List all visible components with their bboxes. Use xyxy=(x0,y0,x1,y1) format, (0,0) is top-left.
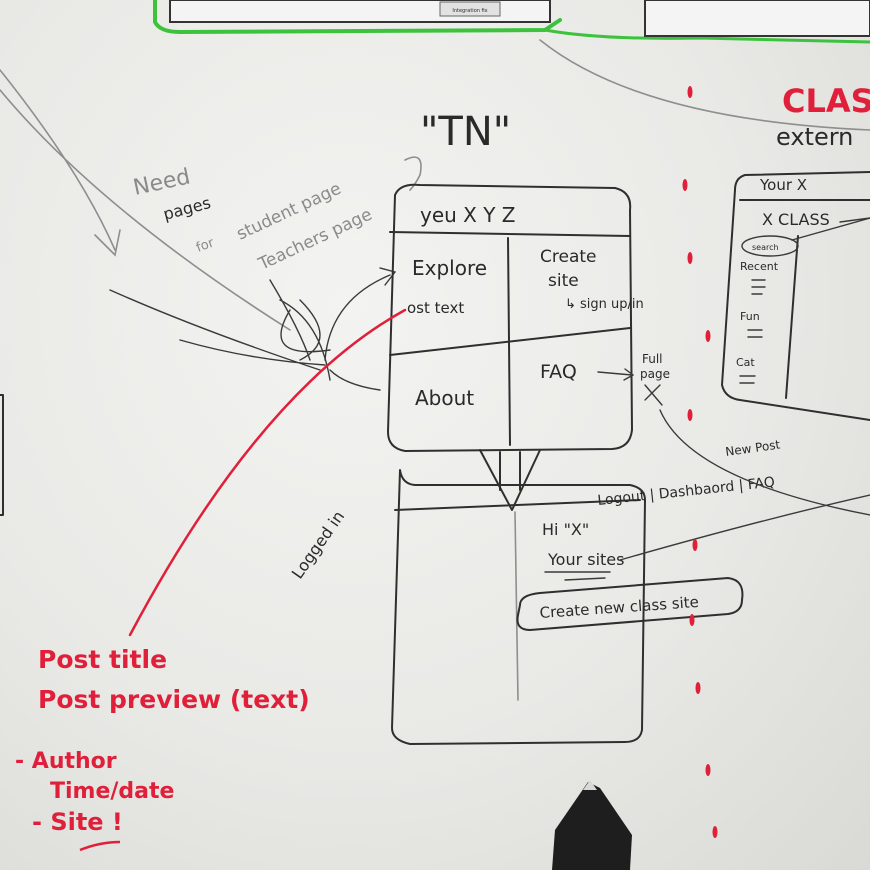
menu-line: Logout | Dashbaord | FAQ xyxy=(597,474,776,509)
class-page-frame: Your X X CLASS search Recent Fun Cat xyxy=(721,171,870,421)
marker-tip xyxy=(552,780,632,870)
post-text-label: ost text xyxy=(407,299,464,317)
search-label: search xyxy=(752,243,779,252)
scribble xyxy=(109,267,397,391)
full-page-line-2: page xyxy=(640,367,670,381)
explore-label: Explore xyxy=(412,256,487,280)
full-page-line-1: Full xyxy=(642,352,663,366)
class-item-cat: Cat xyxy=(736,356,755,369)
greeting: Hi "X" xyxy=(542,520,589,539)
create-site-line-2: site xyxy=(548,271,579,291)
red-notes: Post title Post preview (text) - Author … xyxy=(15,645,310,852)
svg-text:Post title: Post title xyxy=(38,645,167,674)
create-site-line-1: Create xyxy=(540,247,597,267)
svg-text:Need: Need xyxy=(131,164,192,200)
svg-text:Post preview (text): Post preview (text) xyxy=(38,685,310,714)
faq-label: FAQ xyxy=(540,361,577,383)
red-dotted-divider xyxy=(682,86,718,838)
down-arrow xyxy=(479,449,541,511)
class-item-fun: Fun xyxy=(740,310,760,323)
signup-label: ↳ sign up/in xyxy=(565,297,644,312)
top-paper-strip: Integration fix xyxy=(153,0,870,44)
svg-text:Time/date: Time/date xyxy=(50,779,174,804)
gray-curve xyxy=(0,69,116,251)
class-heading: CLASS xyxy=(782,82,870,120)
strip-button xyxy=(439,1,501,17)
x-class-label: X CLASS xyxy=(762,210,830,229)
svg-text:pages: pages xyxy=(161,193,213,224)
class-subheading: extern xyxy=(776,123,853,151)
new-post-label: New Post xyxy=(724,437,781,459)
svg-text:for: for xyxy=(194,235,217,255)
connector xyxy=(619,494,870,561)
about-label: About xyxy=(415,386,474,410)
strip-button-label: Integration fix xyxy=(452,8,487,14)
need-pages-note: Need pages for student page Teachers pag… xyxy=(131,156,422,275)
class-frame-header: Your X xyxy=(759,176,807,194)
landing-page-frame: yeu X Y Z Explore ost text Create site ↳… xyxy=(387,183,670,452)
sketch-title: "TN" xyxy=(420,109,511,155)
your-sites: Your sites xyxy=(547,550,624,569)
frame-header: yeu X Y Z xyxy=(420,203,516,227)
logged-in-frame: Logged in Logout | Dashbaord | FAQ Hi "X… xyxy=(288,469,776,745)
svg-text:- Site !: - Site ! xyxy=(32,808,123,836)
red-connector xyxy=(128,308,407,637)
create-site-button xyxy=(516,577,744,631)
left-edge-frame xyxy=(0,394,4,516)
logged-in-label: Logged in xyxy=(288,507,349,582)
search-oval xyxy=(741,235,799,257)
svg-text:- Author: - Author xyxy=(15,749,117,774)
class-item-recent: Recent xyxy=(740,260,779,273)
